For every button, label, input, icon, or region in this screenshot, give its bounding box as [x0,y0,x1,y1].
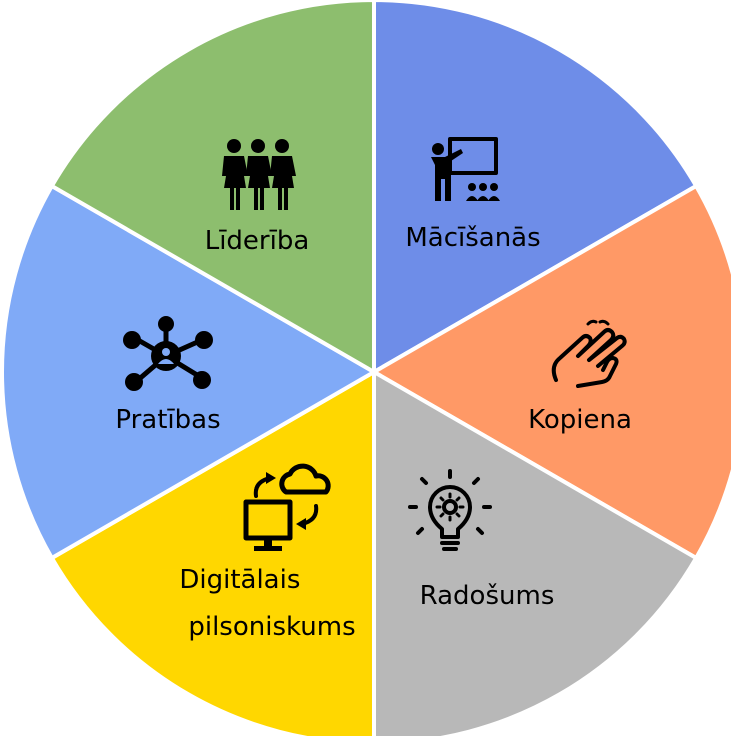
segment-macisanas[interactable] [372,0,699,376]
label-line: Radošums [420,581,555,611]
sign-language-hands-icon [551,319,627,388]
label-line: Kopiena [528,405,632,435]
label-pratibas: Pratības [115,405,220,435]
label-line: Līderība [205,226,310,256]
label-line: Pratības [115,405,220,435]
lightbulb-gear-icon [408,469,492,551]
label-radosums: Radošums [420,581,555,611]
network-person-icon [123,316,213,391]
group-of-people-icon [222,139,296,210]
label-kopiena: Kopiena [528,405,632,435]
segment-lideriba[interactable] [49,0,376,376]
computer-cloud-sync-icon [243,463,331,551]
label-macisanas: Mācīšanās [405,223,540,253]
label-digitalais-pilsoniskums: Digitālais pilsoniskums [179,565,355,642]
segment-digitalais-pilsoniskums[interactable] [49,368,376,736]
teacher-presentation-icon [431,137,500,201]
label-lideriba: Līderība [205,226,310,256]
label-line: Mācīšanās [405,223,540,253]
label-line: pilsoniskums [188,612,355,642]
label-line: Digitālais [179,565,300,595]
segment-radosums[interactable] [372,368,699,736]
